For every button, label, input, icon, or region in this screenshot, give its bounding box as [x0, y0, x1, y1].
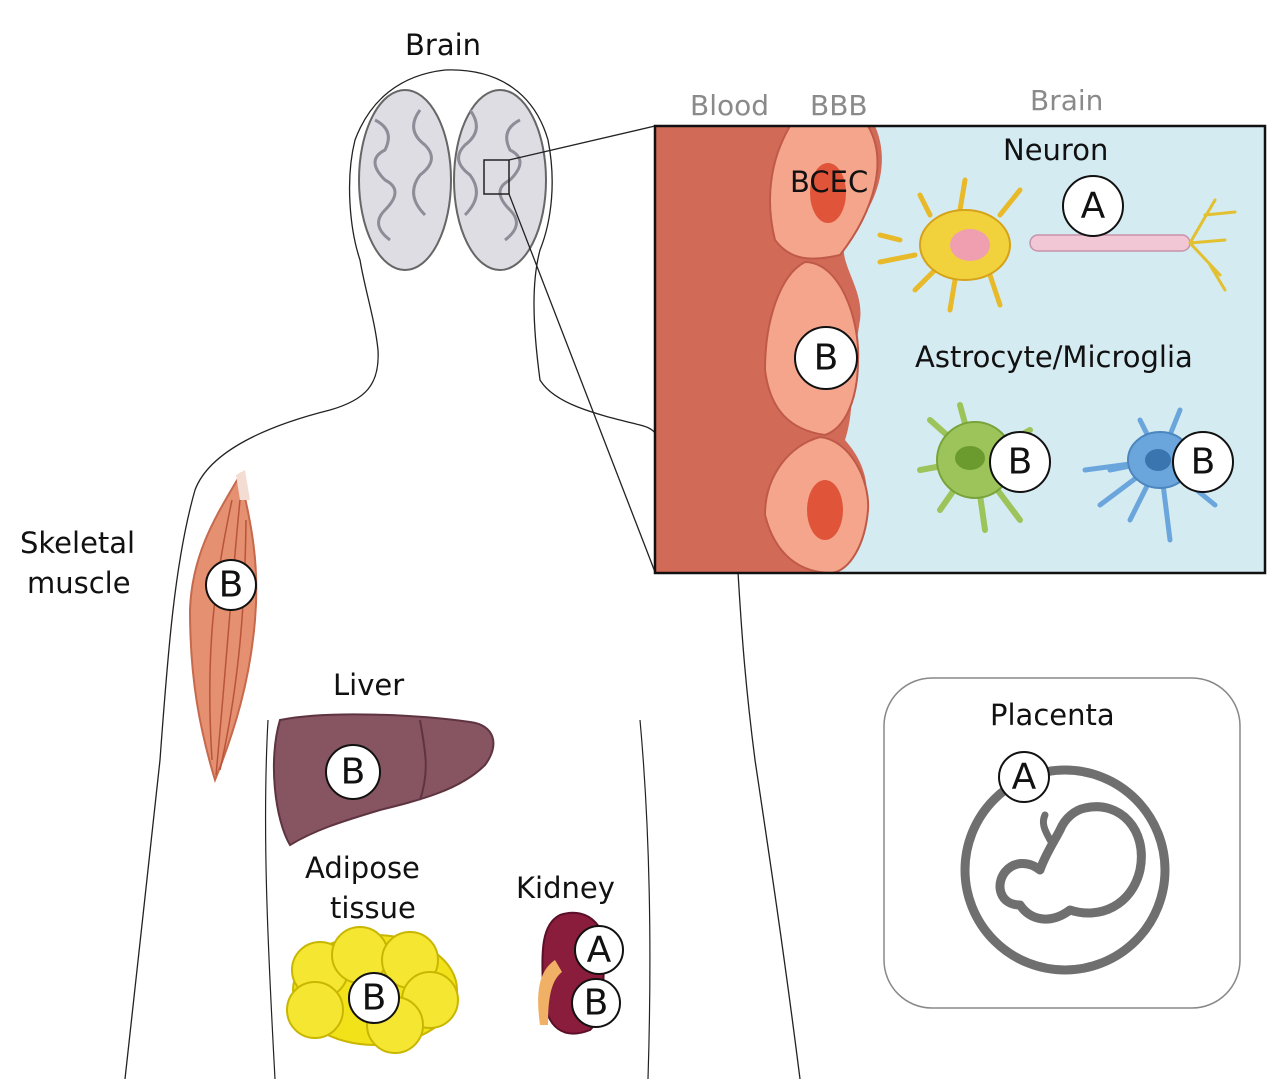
badge-placenta: A — [998, 751, 1050, 803]
bcec-label: BCEC — [790, 165, 868, 199]
astro-micro-label: Astrocyte/Microglia — [915, 340, 1193, 374]
badge-microglia-text: B — [1191, 442, 1216, 483]
zoom-line-bottom — [508, 193, 656, 573]
badge-bbb-text: B — [814, 338, 839, 379]
inset-col-blood: Blood — [690, 89, 769, 122]
badge-astrocyte: B — [989, 431, 1051, 493]
skeletal-muscle-illustration — [188, 470, 258, 784]
badge-neuron-text: A — [1081, 186, 1106, 227]
zoom-line-top — [508, 125, 656, 161]
endothelial-nucleus-3 — [807, 480, 843, 540]
badge-placenta-text: A — [1012, 757, 1037, 798]
kidney-label: Kidney — [516, 871, 615, 905]
badge-astrocyte-text: B — [1008, 442, 1033, 483]
brain-label: Brain — [405, 28, 481, 62]
body-silhouette — [124, 69, 801, 1079]
badge-liver: B — [325, 744, 381, 800]
adipose-label-2: tissue — [330, 891, 416, 925]
arm-inner-right — [639, 719, 651, 1079]
skeletal-muscle-label-2: muscle — [27, 566, 131, 600]
badge-adipose-text: B — [362, 978, 387, 1019]
liver-label: Liver — [333, 668, 404, 702]
inset-col-brain: Brain — [1030, 84, 1103, 117]
neuron-label: Neuron — [1003, 133, 1108, 167]
inset-col-bbb: BBB — [810, 89, 868, 122]
neuron-illustration — [877, 177, 1237, 313]
badge-kidney-b: B — [571, 978, 621, 1028]
fetus-icon — [960, 765, 1170, 975]
bbb-inset — [653, 124, 1267, 575]
badge-neuron: A — [1062, 175, 1124, 237]
badge-adipose: B — [348, 972, 400, 1024]
badge-muscle-text: B — [219, 565, 244, 606]
placenta-label: Placenta — [990, 698, 1115, 732]
zoom-box — [483, 159, 510, 195]
badge-muscle: B — [205, 559, 257, 611]
badge-bbb: B — [794, 326, 858, 390]
liver-illustration — [272, 713, 495, 847]
endothelial-nucleus-1 — [810, 163, 846, 223]
adipose-label-1: Adipose — [305, 851, 420, 885]
skeletal-muscle-label-1: Skeletal — [20, 526, 135, 560]
brain-illustration — [358, 89, 547, 271]
badge-kidney-a: A — [574, 925, 624, 975]
badge-liver-text: B — [341, 752, 366, 793]
badge-kidney-b-text: B — [584, 983, 609, 1024]
astrocyte-illustration — [917, 402, 1043, 533]
arm-inner-left — [264, 719, 276, 1079]
badge-microglia: B — [1172, 431, 1234, 493]
badge-kidney-a-text: A — [587, 930, 612, 971]
